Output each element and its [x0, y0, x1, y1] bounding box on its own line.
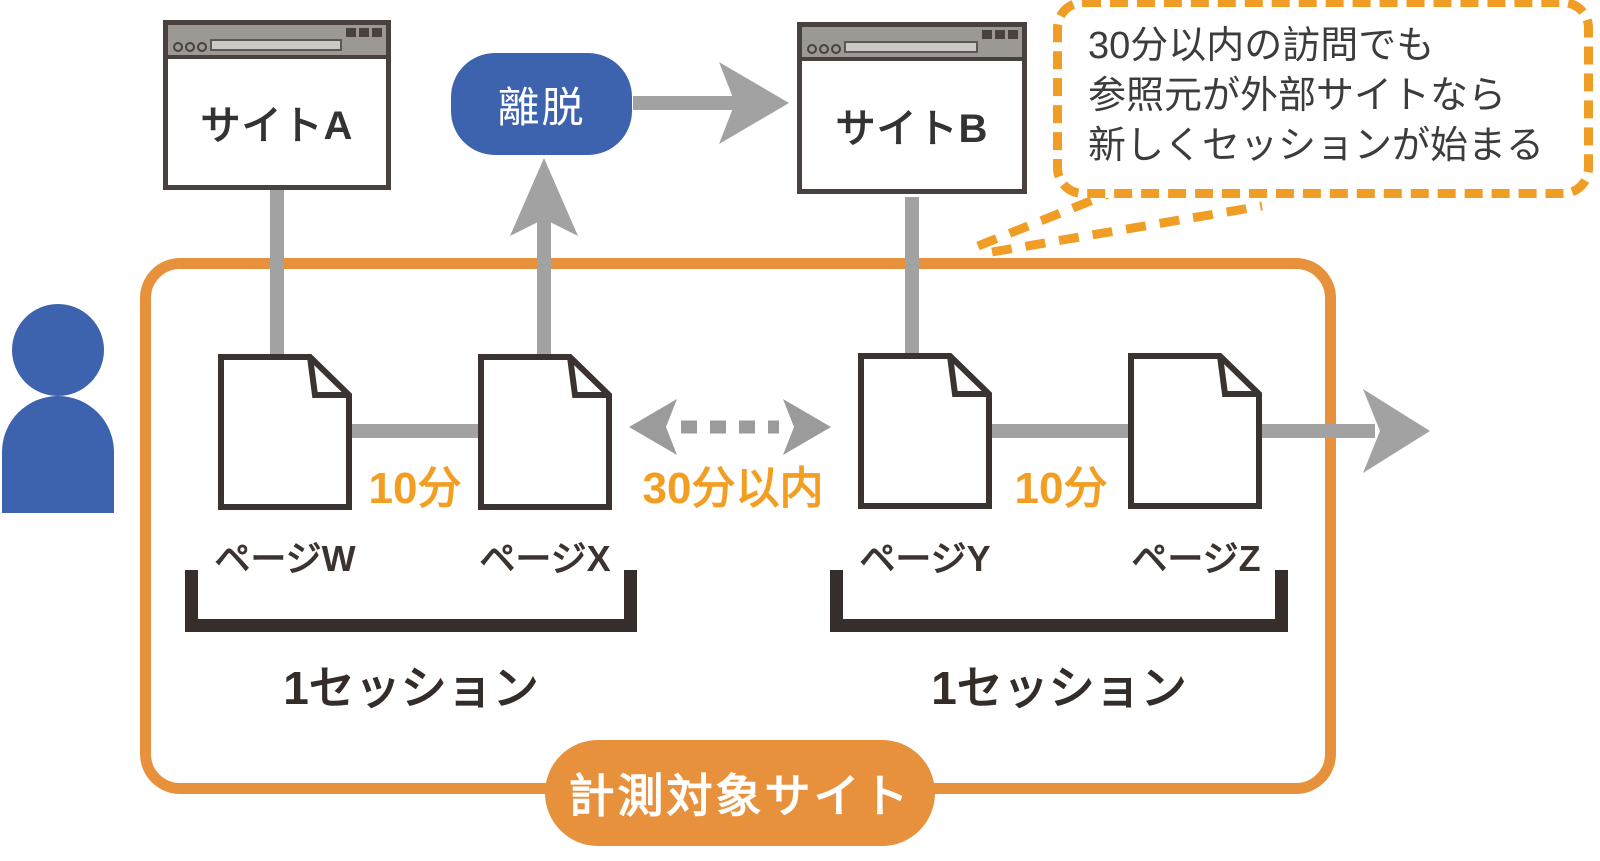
page-x-label: ページX	[479, 538, 611, 579]
interval-10min-right: 10分	[1014, 464, 1108, 513]
person-icon	[12, 304, 104, 396]
page-icon-z	[1128, 353, 1262, 509]
browser-buttons-icon	[807, 44, 841, 54]
session-bracket-right	[830, 570, 1288, 632]
page-icon-y	[858, 353, 992, 509]
callout-tail-line-1	[976, 181, 1130, 251]
page-z-label: ページZ	[1131, 538, 1261, 579]
site-a-label: サイトA	[200, 104, 354, 148]
callout-line: 新しくセッションが始まる	[1088, 125, 1545, 167]
browser-titlebar	[802, 27, 1022, 61]
session-bracket-left	[185, 570, 637, 632]
browser-content: サイトA	[168, 59, 386, 185]
page-icon-w	[218, 354, 352, 510]
page-icon-x	[478, 354, 612, 510]
arrowhead-exit-icon	[1363, 389, 1430, 473]
address-bar-icon	[844, 41, 978, 53]
arrowhead-up-icon	[510, 158, 578, 236]
window-controls-icon	[346, 28, 382, 37]
site-b-label: サイトB	[835, 107, 989, 151]
browser-buttons-icon	[173, 42, 207, 52]
page-w-label: ページW	[214, 538, 356, 579]
interval-10min-left: 10分	[368, 464, 462, 513]
interval-30min: 30分以内	[642, 464, 824, 513]
arrowhead-right2-icon	[783, 399, 831, 455]
session-left-label: 1セッション	[283, 662, 539, 714]
exit-pill: 離脱	[451, 53, 632, 155]
window-controls-icon	[982, 30, 1018, 39]
browser-window-site-a: サイトA	[163, 20, 391, 190]
measured-site-badge: 計測対象サイト	[545, 740, 935, 846]
callout-line: 参照元が外部サイトなら	[1088, 75, 1507, 117]
address-bar-icon	[210, 39, 342, 51]
browser-content: サイトB	[802, 61, 1022, 189]
callout-tail-line-2	[991, 201, 1263, 257]
browser-window-site-b: サイトB	[797, 22, 1027, 194]
session-right-label: 1セッション	[931, 662, 1187, 714]
browser-titlebar	[168, 25, 386, 59]
page-y-label: ページY	[859, 538, 991, 579]
arrowhead-left-icon	[629, 399, 677, 455]
callout-line: 30分以内の訪問でも	[1088, 25, 1435, 67]
arrowhead-right-icon	[719, 62, 789, 144]
callout-bubble: 30分以内の訪問でも 参照元が外部サイトなら 新しくセッションが始まる	[1053, 0, 1593, 198]
person-icon-body	[2, 396, 114, 513]
